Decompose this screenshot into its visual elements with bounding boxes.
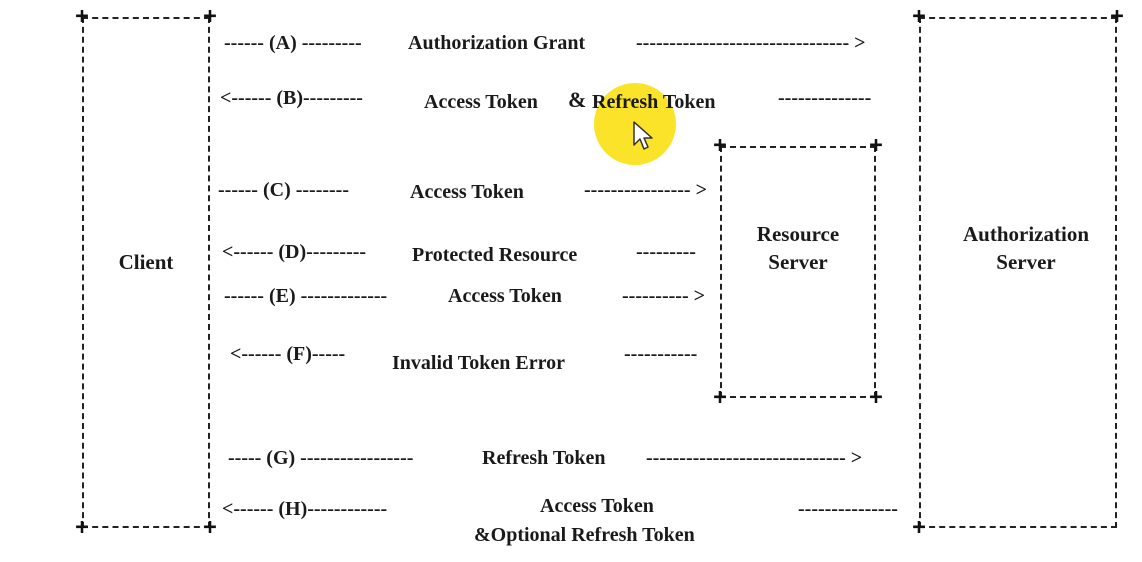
arrow-b-label-1: Access Token bbox=[424, 91, 538, 113]
client-label: Client bbox=[118, 250, 174, 274]
arrow-b-amp: & bbox=[568, 87, 587, 112]
plus-icon bbox=[202, 9, 218, 25]
arrow-f-label: Invalid Token Error bbox=[392, 352, 566, 374]
plus-icon bbox=[868, 138, 884, 154]
arrow-a-label: Authorization Grant bbox=[408, 32, 586, 54]
arrow-g-right: ------------------------------ > bbox=[646, 447, 863, 469]
plus-icon bbox=[74, 520, 90, 536]
resource-server-label-line1: Resource bbox=[756, 222, 840, 246]
arrow-h-label-1: Access Token bbox=[540, 495, 654, 517]
arrow-cursor-icon bbox=[633, 121, 653, 150]
arrow-g-label: Refresh Token bbox=[482, 447, 606, 469]
arrow-d-label: Protected Resource bbox=[412, 244, 578, 266]
resource-server-label: Resource Server bbox=[720, 220, 876, 276]
plus-icon bbox=[712, 138, 728, 154]
plus-icon bbox=[74, 9, 90, 25]
authorization-server-label: Authorization Server bbox=[919, 220, 1133, 276]
arrow-g-left: ----- (G) ----------------- bbox=[228, 447, 414, 469]
authorization-server-label-line2: Server bbox=[996, 250, 1056, 274]
arrow-b-right: -------------- bbox=[778, 87, 872, 109]
plus-icon bbox=[911, 520, 927, 536]
arrow-b-left: <------ (B)--------- bbox=[220, 87, 363, 109]
arrow-e-label: Access Token bbox=[448, 285, 562, 307]
arrow-b-label-2: Refresh Token bbox=[592, 91, 716, 113]
client-box bbox=[82, 17, 210, 528]
plus-icon bbox=[911, 9, 927, 25]
arrow-f-right: ----------- bbox=[624, 343, 698, 365]
arrow-h-left: <------ (H)------------ bbox=[222, 498, 388, 520]
arrow-h-label-2: &Optional Refresh Token bbox=[474, 524, 695, 546]
arrow-c-label: Access Token bbox=[410, 181, 524, 203]
plus-icon bbox=[868, 390, 884, 406]
resource-server-box bbox=[720, 146, 876, 398]
arrow-e-right: ---------- > bbox=[622, 285, 705, 307]
arrow-e-left: ------ (E) ------------- bbox=[224, 285, 388, 307]
arrow-c-left: ------ (C) -------- bbox=[218, 179, 350, 201]
arrow-h-right: --------------- bbox=[798, 498, 898, 520]
arrow-c-right: ---------------- > bbox=[584, 179, 707, 201]
arrow-d-left: <------ (D)--------- bbox=[222, 241, 367, 263]
plus-icon bbox=[712, 390, 728, 406]
arrow-d-right: --------- bbox=[636, 241, 696, 263]
arrow-f-left: <------ (F)----- bbox=[230, 343, 346, 365]
resource-server-label-line2: Server bbox=[768, 250, 828, 274]
plus-icon bbox=[1109, 9, 1125, 25]
arrow-a-right: -------------------------------- > bbox=[636, 32, 866, 54]
arrow-a-left: ------ (A) --------- bbox=[224, 32, 362, 54]
authorization-server-label-line1: Authorization bbox=[963, 222, 1089, 246]
plus-icon bbox=[202, 520, 218, 536]
authorization-server-box bbox=[919, 17, 1117, 528]
